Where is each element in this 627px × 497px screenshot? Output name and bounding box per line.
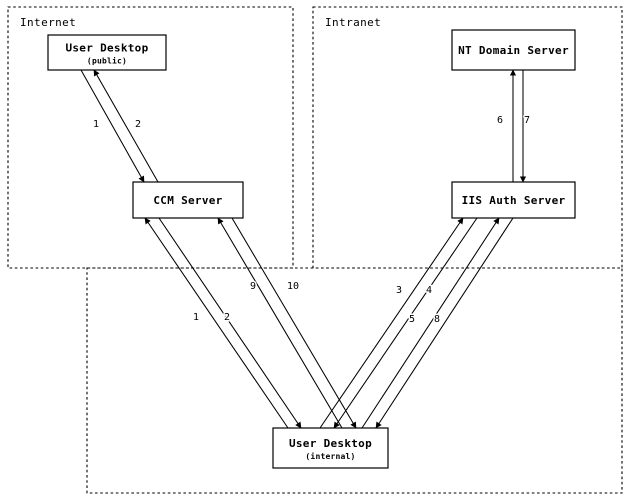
flow-label-flow-9: 9: [250, 281, 256, 292]
flow-label-flow-4: 4: [426, 285, 432, 296]
flow-line-flow-1-public: [80, 69, 145, 183]
zones-layer: Internet Intranet: [7, 6, 623, 494]
flow-label-halo-flow-6: 6: [497, 115, 503, 126]
flow-label-halo-flow-5: 5: [409, 314, 415, 325]
node-subtitle-user-desktop-public: (public): [87, 56, 127, 66]
flow-line-flow-2-public: [93, 69, 159, 183]
node-box-iis-auth-server[interactable]: [451, 181, 576, 219]
flow-line-flow-9: [217, 217, 343, 429]
flow-label-halo-flow-1-public: 1: [93, 119, 99, 130]
node-title-user-desktop-internal: User Desktop: [289, 437, 372, 450]
flow-label-flow-5: 5: [409, 314, 415, 325]
node-box-user-desktop-internal[interactable]: [272, 427, 389, 469]
flows-layer: [80, 69, 527, 429]
zone-boundary-lan: [86, 267, 623, 494]
flow-label-halo-flow-4: 4: [426, 285, 432, 296]
node-box-ccm-server[interactable]: [132, 181, 244, 219]
node-nt-domain-server[interactable]: NT Domain Server: [451, 29, 576, 71]
flow-label-flow-1-public: 1: [93, 119, 99, 130]
flow-line-flow-3: [319, 217, 464, 429]
node-user-desktop-internal[interactable]: User Desktop(internal): [272, 427, 389, 469]
flow-label-halo-flow-1-internal: 1: [193, 312, 199, 323]
node-ccm-server[interactable]: CCM Server: [132, 181, 244, 219]
node-user-desktop-public[interactable]: User Desktop(public): [47, 34, 167, 71]
flow-label-halo-flow-2-internal: 2: [224, 312, 230, 323]
flow-label-halo-flow-9: 9: [250, 281, 256, 292]
node-iis-auth-server[interactable]: IIS Auth Server: [451, 181, 576, 219]
flow-label-halo-flow-8: 8: [434, 314, 440, 325]
flow-line-flow-5: [361, 217, 500, 429]
flow-line-flow-4: [333, 217, 478, 429]
node-title-ccm-server: CCM Server: [153, 194, 222, 207]
node-title-user-desktop-public: User Desktop: [65, 42, 148, 55]
flow-label-halo-flow-3: 3: [396, 285, 402, 296]
flow-label-flow-2-internal: 2: [224, 312, 230, 323]
flow-label-halo-flow-7: 7: [524, 115, 530, 126]
flow-label-flow-7: 7: [524, 115, 530, 126]
flow-label-flow-10: 10: [287, 281, 299, 292]
node-title-iis-auth-server: IIS Auth Server: [462, 194, 566, 207]
node-subtitle-user-desktop-internal: (internal): [305, 451, 355, 461]
flow-label-flow-2-public: 2: [135, 119, 141, 130]
zone-lan: [86, 267, 623, 494]
flow-line-flow-2-internal: [158, 217, 302, 429]
zone-label-intranet: Intranet: [325, 16, 381, 29]
flow-label-flow-3: 3: [396, 285, 402, 296]
zone-label-internet: Internet: [20, 16, 76, 29]
flow-line-flow-10: [231, 217, 357, 429]
flow-line-flow-1-internal: [144, 217, 289, 429]
node-title-nt-domain-server: NT Domain Server: [458, 44, 569, 57]
flow-line-flow-8: [375, 217, 514, 429]
flow-label-halo-flow-10: 10: [287, 281, 299, 292]
flow-label-flow-6: 6: [497, 115, 503, 126]
flow-label-flow-1-internal: 1: [193, 312, 199, 323]
flow-label-flow-8: 8: [434, 314, 440, 325]
node-box-nt-domain-server[interactable]: [451, 29, 576, 71]
node-box-user-desktop-public[interactable]: [47, 34, 167, 71]
flow-label-halo-flow-2-public: 2: [135, 119, 141, 130]
